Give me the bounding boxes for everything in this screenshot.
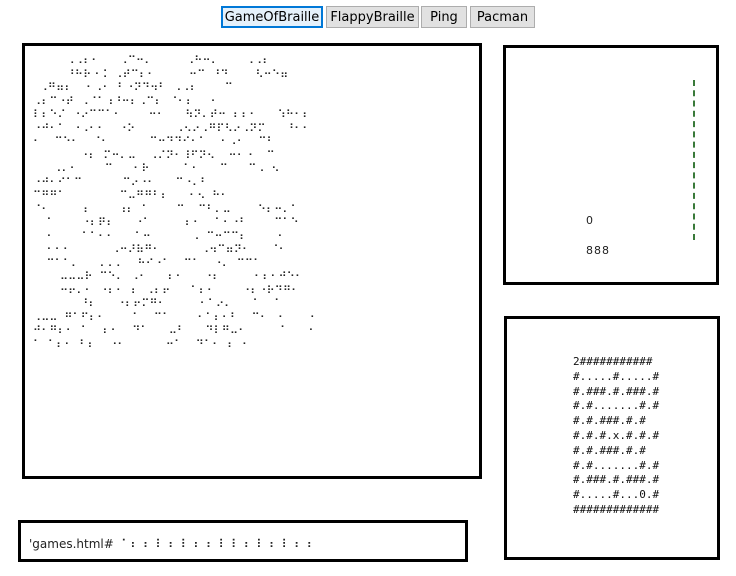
- game-of-braille-panel: ⠠⠠⠆⠂ ⠠⠉⠒⠄ ⠠⠓⠒⠄ ⠠⠠⠆ ⠘⠓⠗⠐⠨ ⠠⠞⠉⠆⠂ ⠒⠉ ⠘⠙ ⠣⠒⠑…: [22, 43, 482, 479]
- url-braille-text: 'games.html# ⠈ ⠆ ⠆ ⠇ ⠆ ⠇ ⠆ ⠆ ⠇ ⠇ ⠆ ⠇ ⠆ ⠇…: [29, 537, 316, 551]
- ping-score-right: 888: [586, 244, 610, 257]
- game-tab-bar: GameOfBraille FlappyBraille Ping Pacman: [0, 6, 736, 30]
- ping-score-left: 0: [586, 214, 593, 227]
- life-braille-grid: ⠠⠠⠆⠂ ⠠⠉⠒⠄ ⠠⠓⠒⠄ ⠠⠠⠆ ⠘⠓⠗⠐⠨ ⠠⠞⠉⠆⠂ ⠒⠉ ⠘⠙ ⠣⠒⠑…: [33, 54, 319, 351]
- pacman-panel: 2########### #.....#.....# #.###.#.###.#…: [504, 316, 720, 560]
- tab-game-of-braille[interactable]: GameOfBraille: [221, 6, 323, 28]
- ping-panel: 0 888: [503, 45, 719, 285]
- ping-paddle: [693, 80, 695, 240]
- url-braille-panel: 'games.html# ⠈ ⠆ ⠆ ⠇ ⠆ ⠇ ⠆ ⠆ ⠇ ⠇ ⠆ ⠇ ⠆ ⠇…: [18, 520, 468, 562]
- tab-pacman[interactable]: Pacman: [470, 6, 535, 28]
- tab-ping[interactable]: Ping: [421, 6, 467, 28]
- pacman-maze: 2########### #.....#.....# #.###.#.###.#…: [573, 355, 660, 516]
- tab-flappy-braille[interactable]: FlappyBraille: [326, 6, 419, 28]
